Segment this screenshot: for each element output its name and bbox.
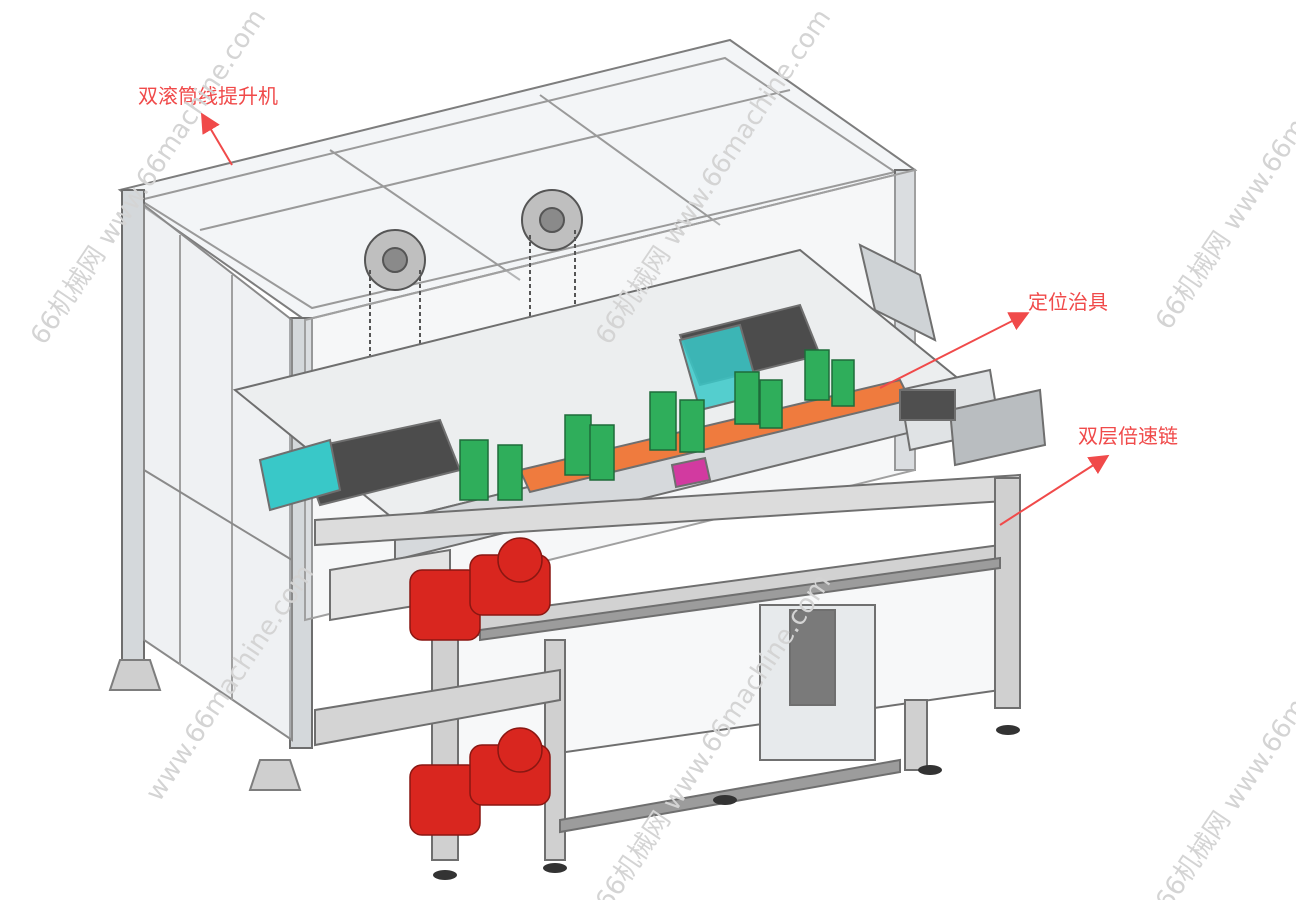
- callout-speed-chain: 双层倍速链: [1078, 424, 1178, 448]
- callout-line-jig: [879, 312, 1030, 389]
- sprocket-assembly: [364, 189, 583, 420]
- callout-positioning-jig: 定位治具: [1028, 290, 1108, 314]
- callout-line-lifter: [200, 112, 233, 166]
- callout-line-chain: [999, 454, 1110, 526]
- callout-lifter: 双滚筒线提升机: [138, 84, 278, 108]
- positioning-jigs: [459, 349, 855, 501]
- gear-motors: [409, 537, 551, 836]
- leveling-feet: [433, 725, 1020, 880]
- end-unit: [858, 243, 1047, 467]
- speed-chain-frame: [314, 473, 1021, 861]
